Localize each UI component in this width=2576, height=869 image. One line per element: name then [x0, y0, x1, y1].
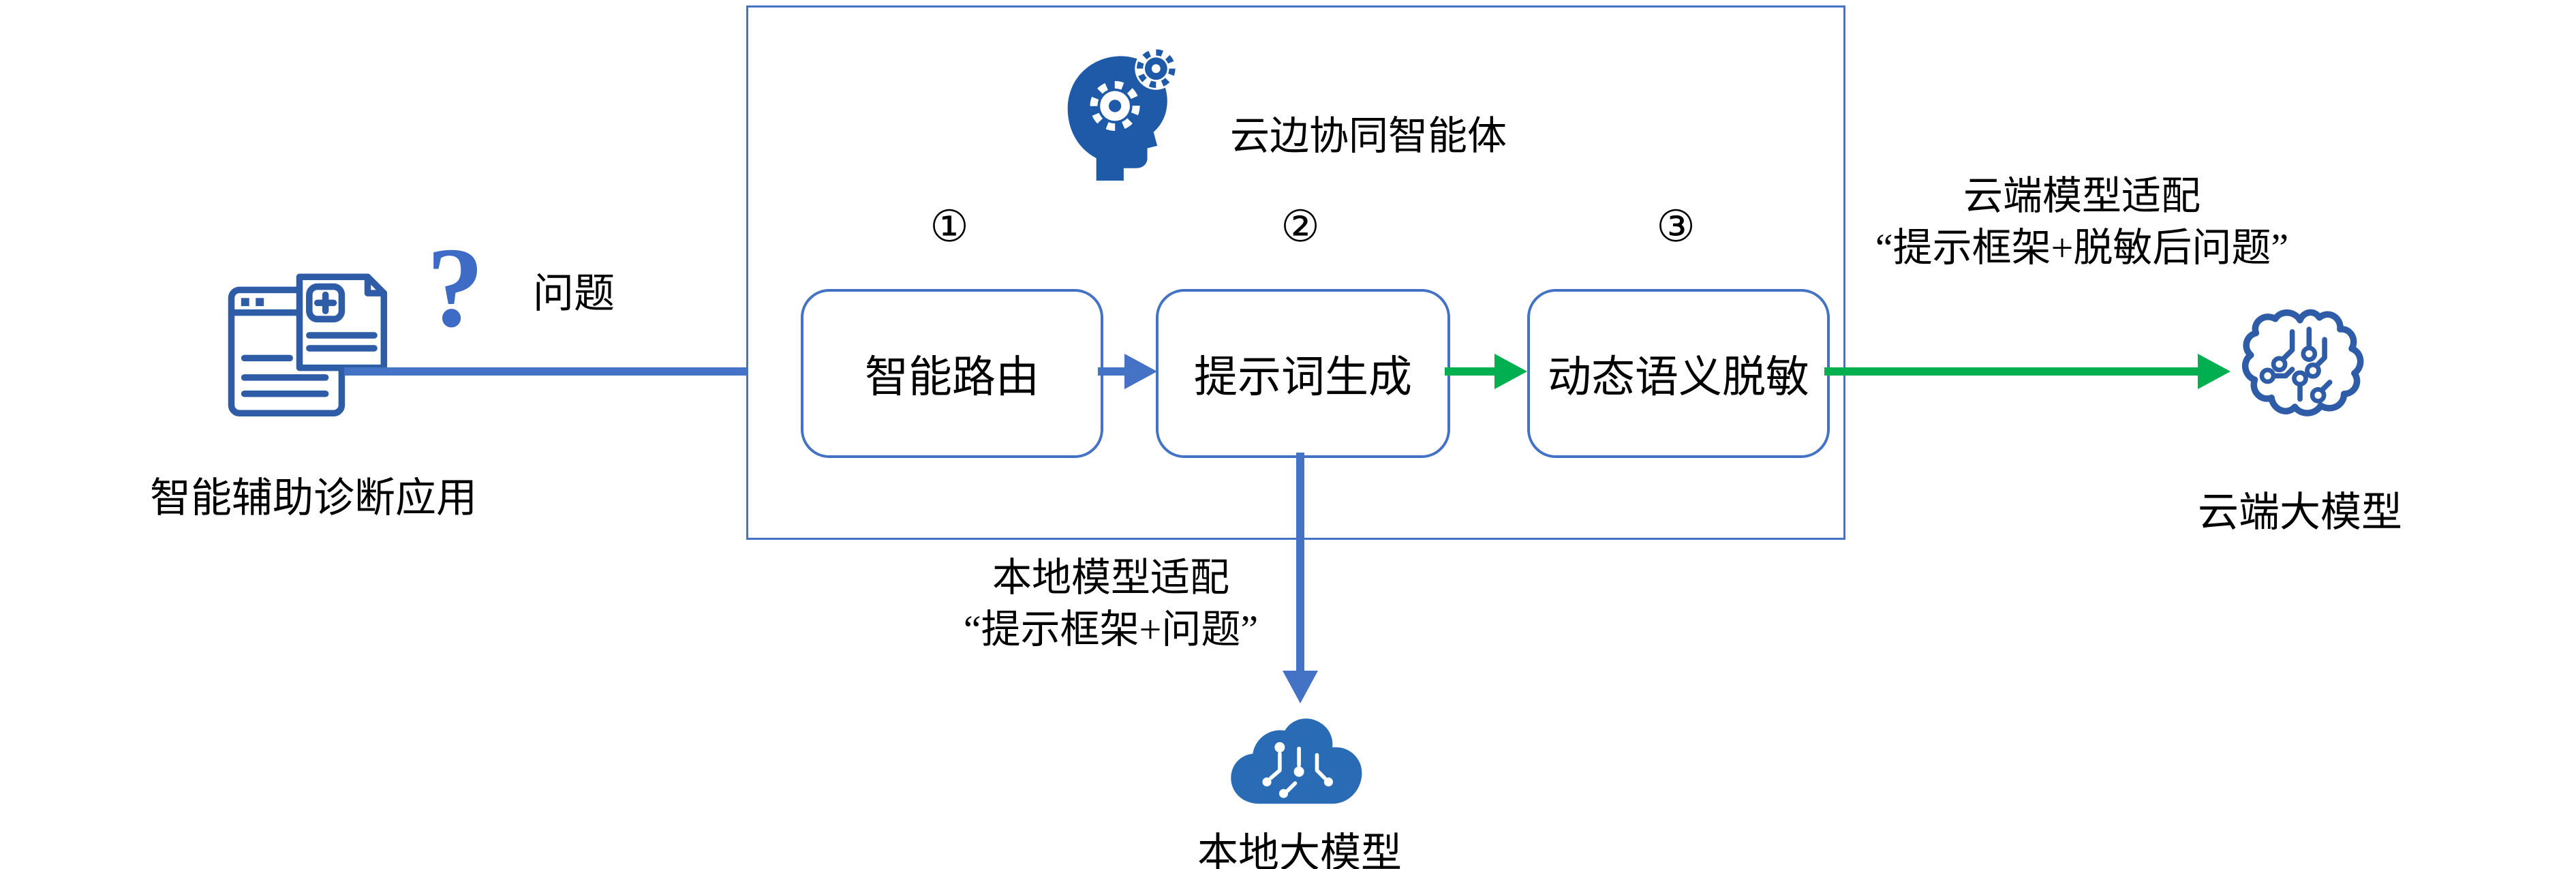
arrow-app-to-agent-line [344, 367, 767, 376]
cloud-model-label: 云端大模型 [2198, 490, 2402, 535]
step-box-prompt-generation: 提示词生成 [1156, 289, 1450, 458]
arrow-step3-cloud-head [2198, 354, 2230, 389]
arrow-step2-local-head [1283, 671, 1318, 703]
arrow-step2-step3-line [1445, 367, 1498, 376]
arrow-step2-local-line [1296, 453, 1304, 672]
step-number-1: ① [930, 202, 969, 251]
arrow-step1-step2-line [1098, 367, 1128, 376]
app-label: 智能辅助诊断应用 [150, 476, 477, 521]
arrow-step1-step2-head [1124, 354, 1157, 389]
cloud-circuit-icon [1231, 718, 1362, 804]
step-box-prompt-generation-label: 提示词生成 [1194, 353, 1412, 401]
local-adaptation-caption: 本地模型适配 “提示框架+问题” [872, 552, 1349, 656]
cloud-adaptation-caption-line2: “提示框架+脱敏后问题” [1875, 226, 2289, 270]
question-arrow-label: 问题 [533, 271, 615, 316]
arrow-step2-step3-head [1494, 354, 1527, 389]
medical-app-window-icon [228, 273, 388, 417]
question-mark-icon: ? [427, 224, 484, 351]
local-adaptation-caption-line2: “提示框架+问题” [963, 607, 1259, 652]
agent-title: 云边协同智能体 [1230, 114, 1507, 158]
brain-circuit-icon [2242, 309, 2364, 416]
local-adaptation-caption-line1: 本地模型适配 [992, 555, 1229, 600]
step-box-routing: 智能路由 [801, 289, 1103, 458]
step-box-routing-label: 智能路由 [865, 353, 1039, 401]
step-box-desensitization: 动态语义脱敏 [1527, 289, 1830, 458]
step-box-desensitization-label: 动态语义脱敏 [1548, 353, 1809, 401]
step-number-2: ② [1281, 202, 1320, 251]
head-with-gears-icon [1067, 47, 1178, 181]
step-number-3: ③ [1656, 202, 1696, 251]
cloud-adaptation-caption-line1: 云端模型适配 [1963, 174, 2201, 218]
arrow-step3-cloud-line [1824, 367, 2201, 376]
cloud-adaptation-caption: 云端模型适配 “提示框架+脱敏后问题” [1840, 170, 2324, 274]
local-model-label: 本地大模型 [1197, 831, 1402, 869]
